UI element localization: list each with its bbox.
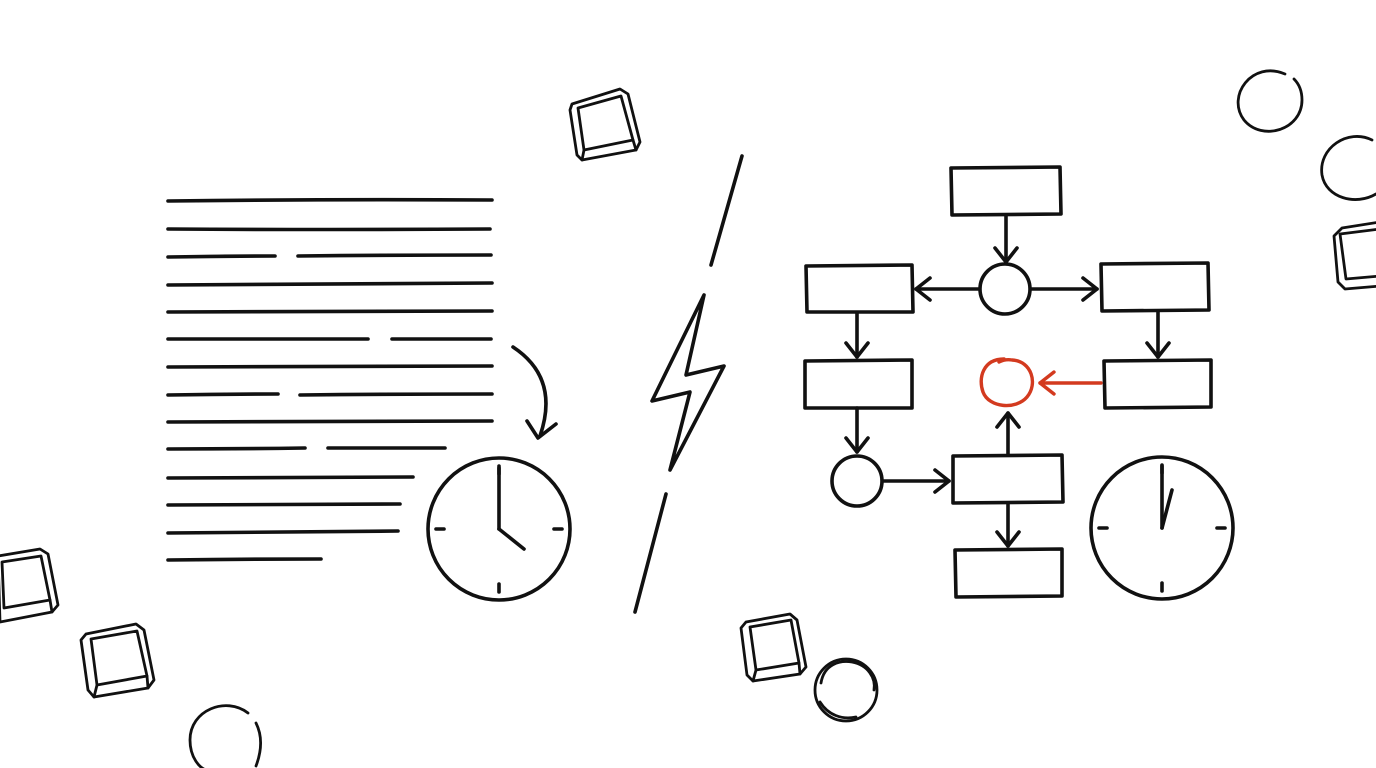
flowchart-arrow — [1145, 309, 1171, 359]
text-line — [166, 475, 415, 480]
flowchart-box — [804, 263, 915, 314]
flowchart-arrow — [844, 406, 870, 454]
text-line — [166, 364, 494, 369]
clock-minute-hand — [497, 527, 526, 551]
flowchart-box — [953, 547, 1064, 599]
clock-minute-hand — [1160, 488, 1174, 530]
keycap-icon — [739, 612, 808, 683]
flowchart-box — [1102, 358, 1213, 410]
flowchart-arrow — [1029, 276, 1099, 302]
curved-arrow-icon — [511, 345, 558, 440]
text-line — [166, 309, 494, 314]
text-line — [166, 227, 492, 232]
flowchart-arrow — [993, 213, 1019, 264]
keycap-icon — [0, 547, 60, 624]
flowchart-arrow — [914, 276, 981, 302]
text-line — [166, 419, 494, 424]
text-line — [166, 446, 307, 451]
text-line — [166, 254, 277, 259]
flowchart-arrow — [844, 311, 870, 359]
flowchart-node — [830, 454, 884, 508]
text-line — [166, 281, 494, 287]
circle-icon — [1320, 135, 1376, 201]
text-line — [166, 529, 400, 535]
keycap-icon — [79, 622, 156, 699]
flowchart-arrow — [995, 411, 1021, 457]
keycap-icon — [568, 87, 642, 162]
key-button-icon — [813, 657, 879, 723]
divider-line — [633, 154, 744, 614]
text-line — [166, 557, 323, 562]
text-line — [166, 502, 402, 507]
flowchart-box — [949, 165, 1063, 217]
text-line — [166, 392, 280, 397]
circle-icon — [188, 704, 262, 768]
text-line — [166, 197, 494, 203]
clock-icon — [1089, 455, 1235, 601]
text-line — [296, 253, 493, 258]
flowchart-arrow — [881, 468, 951, 494]
highlighted-node-group — [979, 357, 1103, 408]
circle-icon — [1236, 69, 1304, 133]
flowchart-node — [978, 262, 1032, 316]
flowchart-box — [1099, 261, 1211, 313]
highlighted-node — [979, 357, 1035, 408]
text-line — [298, 392, 494, 397]
flowchart-box — [803, 358, 914, 410]
flowchart-icon — [803, 165, 1213, 599]
lightning-bolt-icon — [650, 293, 726, 472]
flowchart-arrow — [995, 501, 1021, 548]
keycap-icon — [1332, 221, 1376, 291]
clock-icon — [426, 456, 572, 602]
text-document-icon — [166, 197, 494, 562]
highlight-arrow — [1038, 370, 1103, 396]
flowchart-box — [951, 453, 1065, 505]
